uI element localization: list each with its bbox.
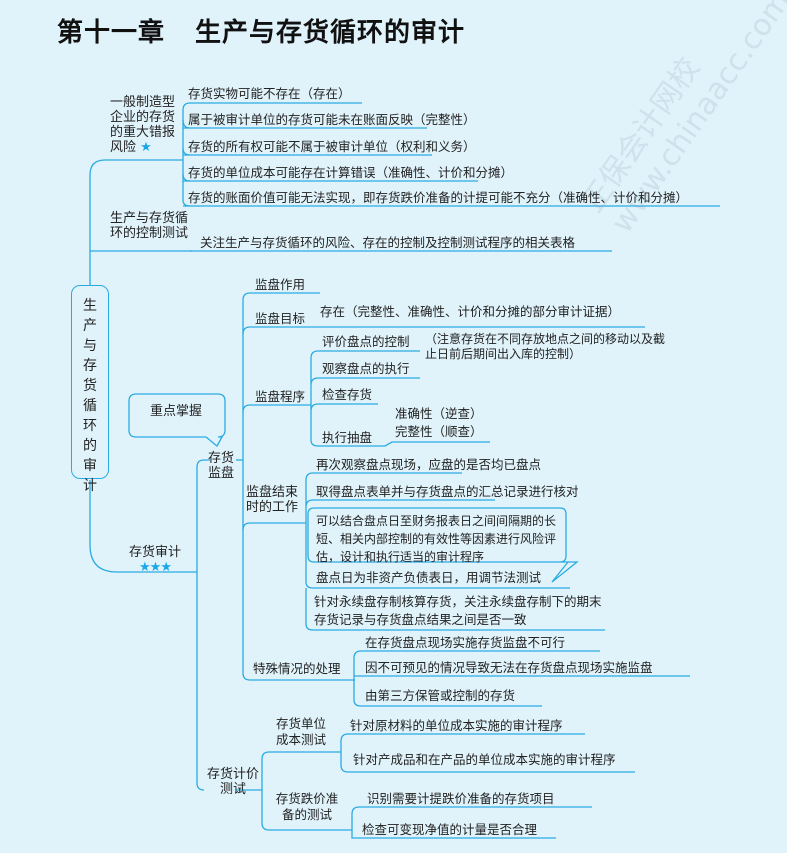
unit-cost-item: 针对原材料的单位成本实施的审计程序 [350, 718, 563, 733]
risk-item: 存货的所有权可能不属于被审计单位（权利和义务） [188, 139, 476, 154]
procedure-item: 评价盘点的控制 [322, 334, 410, 349]
inventory-audit-label: 存货审计 [128, 545, 181, 560]
special-case-item: 在存货盘点现场实施存货监盘不可行 [365, 635, 566, 650]
end-work-item: 针对永续盘存制核算存货，关注永续盘存制下的期末存货记录与存货盘点结果之间是否一致 [314, 594, 602, 627]
sampling-item: 完整性（顺查） [395, 424, 483, 439]
star-icon: ★ [140, 140, 152, 155]
risk-item: 存货的账面价值可能无法实现，即存货跌价准备的计提可能不充分（准确性、计价和分摊） [188, 190, 689, 205]
chapter-number: 第十一章 [57, 18, 166, 48]
branch-inventory-audit[interactable]: 存货审计★★★ [127, 545, 183, 575]
procedure-item: 观察盘点的执行 [322, 361, 410, 376]
end-work-item: 盘点日为非资产负债表日，用调节法测试 [316, 570, 542, 585]
branch-control-test[interactable]: 生产与存货循环的控制测试 [110, 211, 189, 241]
end-work-callout: 可以结合盘点日至财务报表日之间间隔期的长短、相关内部控制的有效性等因素进行风险评… [316, 514, 557, 564]
node-unit-cost-test[interactable]: 存货单位成本测试 [275, 716, 326, 747]
branch-risk-label: 一般制造型企业的存货的重大错报风险 [110, 95, 176, 155]
node-stocktake-purpose[interactable]: 监盘作用 [255, 277, 306, 292]
node-stocktake-procedure[interactable]: 监盘程序 [255, 389, 306, 404]
node-stocktake-end-work[interactable]: 监盘结束时的工作 [246, 485, 299, 515]
special-case-item: 因不可预见的情况导致无法在存货盘点现场实施监盘 [365, 660, 653, 675]
root-label: 生产与存货循环的审计 [83, 298, 97, 494]
procedure-note: （注意存货在不同存放地点之间的移动以及截止日前后期间出入库的控制） [425, 332, 666, 361]
chapter-name: 生产与存货循环的审计 [195, 18, 466, 48]
key-point-callout: 重点掌握 [150, 404, 203, 419]
star-rating-icon: ★★★ [139, 560, 172, 575]
objective-item: 存在（完整性、准确性、计价和分摊的部分审计证据） [320, 304, 621, 319]
impairment-item: 检查可变现净值的计量是否合理 [362, 822, 538, 837]
root-node[interactable]: 生产与存货循环的审计 [71, 285, 109, 494]
page-title: 第十一章生产与存货循环的审计 [57, 12, 495, 49]
risk-item: 存货实物可能不存在（存在） [188, 86, 351, 101]
node-impairment-test[interactable]: 存货跌价准备的测试 [275, 791, 339, 822]
procedure-item: 检查存货 [322, 387, 373, 402]
control-test-item: 关注生产与存货循环的风险、存在的控制及控制测试程序的相关表格 [200, 235, 576, 250]
node-valuation-test[interactable]: 存货计价测试 [206, 767, 259, 797]
branch-risk[interactable]: 一般制造型企业的存货的重大错报风险 ★ [110, 95, 182, 155]
sampling-item: 准确性（逆查） [395, 406, 483, 421]
special-case-item: 由第三方保管或控制的存货 [365, 688, 516, 703]
end-work-item: 再次观察盘点现场，应盘的是否均已盘点 [316, 457, 542, 472]
impairment-item: 识别需要计提跌价准备的存货项目 [367, 791, 555, 806]
end-work-item: 取得盘点表单并与存货盘点的汇总记录进行核对 [316, 484, 579, 499]
unit-cost-item: 针对产成品和在产品的单位成本实施的审计程序 [353, 752, 616, 767]
risk-item: 属于被审计单位的存货可能未在账面反映（完整性） [188, 112, 476, 127]
node-stocktake-observation[interactable]: 存货监盘 [208, 451, 235, 481]
procedure-item: 执行抽盘 [322, 430, 373, 445]
risk-item: 存货的单位成本可能存在计算错误（准确性、计价和分摊） [188, 165, 514, 180]
node-stocktake-objective[interactable]: 监盘目标 [255, 311, 306, 326]
node-special-cases[interactable]: 特殊情况的处理 [253, 661, 341, 676]
